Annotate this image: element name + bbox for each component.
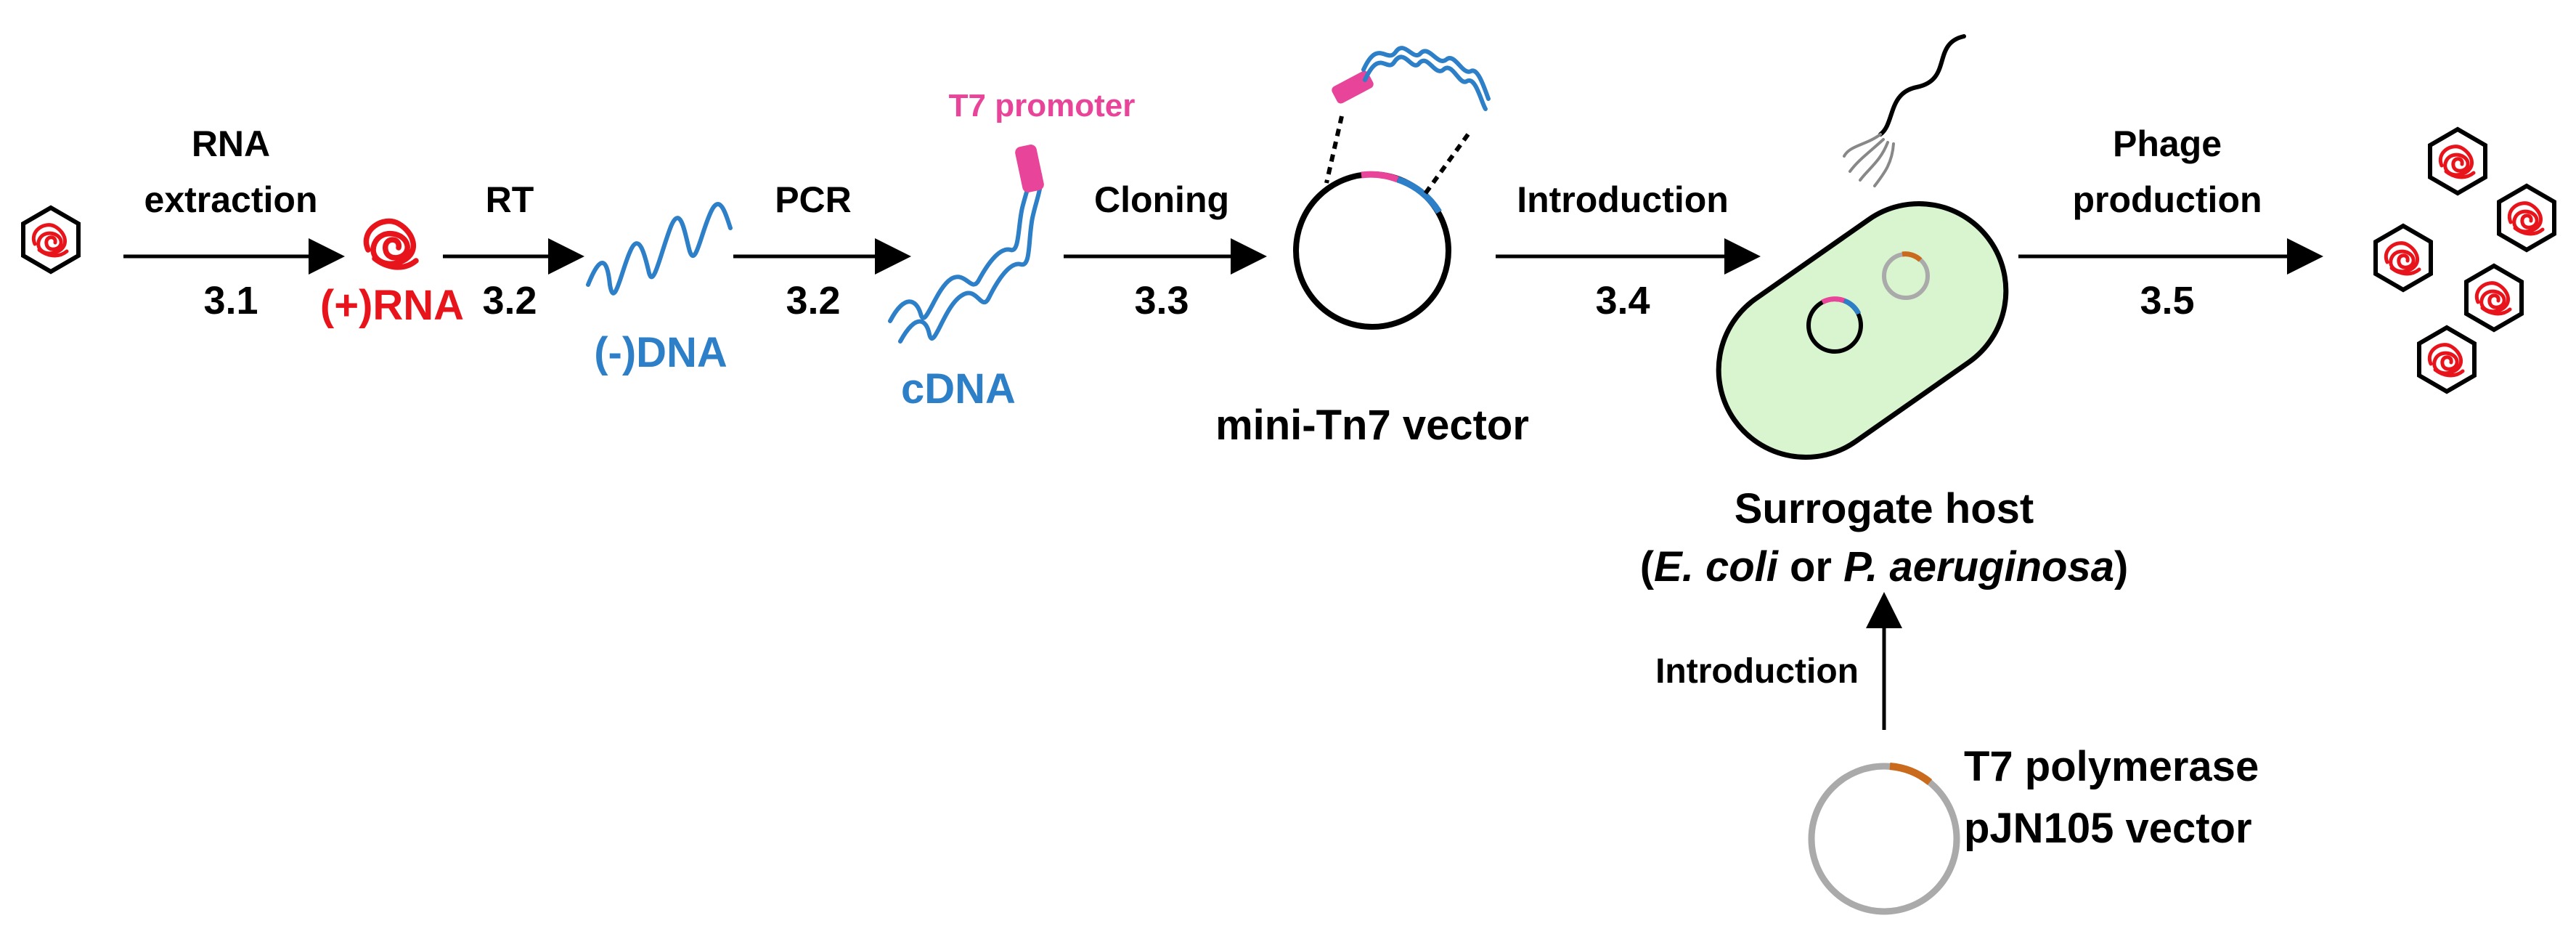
step2-label: RT: [486, 179, 534, 220]
plus-rna-coil-icon: [366, 222, 416, 267]
step3-label: PCR: [775, 179, 852, 220]
step4-number: 3.3: [1134, 279, 1189, 322]
output-phage-2: [2376, 226, 2431, 290]
step3-number: 3.2: [786, 279, 840, 322]
t7-polymerase-label: T7 polymerase: [1964, 743, 2259, 790]
step1-label-line2: extraction: [144, 179, 318, 220]
minus-dna-strand-icon: [586, 202, 733, 296]
output-phage-4: [2466, 266, 2522, 330]
cdna-double-strand-icon: [888, 169, 1043, 344]
step6-number: 3.5: [2140, 279, 2194, 322]
input-phage: [23, 208, 78, 272]
t7-promoter-block: [1015, 145, 1044, 192]
mini-tn7-label: mini-Tn7 vector: [1215, 402, 1529, 449]
plus-rna-label: (+)RNA: [320, 282, 464, 329]
t7-promoter-label: T7 promoter: [949, 88, 1136, 123]
output-phage-3: [2499, 186, 2554, 250]
step6-label-line2: production: [2072, 179, 2262, 220]
output-phage-1: [2430, 129, 2485, 193]
minus-dna-label: (-)DNA: [594, 329, 727, 376]
step4-label: Cloning: [1094, 179, 1229, 220]
pjn105-vector-label: pJN105 vector: [1964, 805, 2252, 852]
step5-label: Introduction: [1517, 179, 1729, 220]
output-phage-5: [2419, 328, 2474, 391]
surrogate-host-title: Surrogate host: [1735, 485, 2034, 532]
mini-tn7-plasmid-icon: [1293, 46, 1491, 330]
introduction-vertical-label: Introduction: [1655, 652, 1859, 691]
step1-number: 3.1: [203, 279, 258, 322]
cdna-label: cDNA: [901, 365, 1016, 413]
step2-number: 3.2: [482, 279, 537, 322]
step5-number: 3.4: [1595, 279, 1650, 322]
surrogate-host-cell-icon: [1716, 34, 2009, 460]
surrogate-host-species: (E. coli or P. aeruginosa): [1640, 543, 2129, 590]
pjn105-plasmid-icon: [1808, 763, 1960, 915]
step6-label-line1: Phage: [2113, 123, 2222, 164]
step1-label-line1: RNA: [192, 123, 270, 164]
